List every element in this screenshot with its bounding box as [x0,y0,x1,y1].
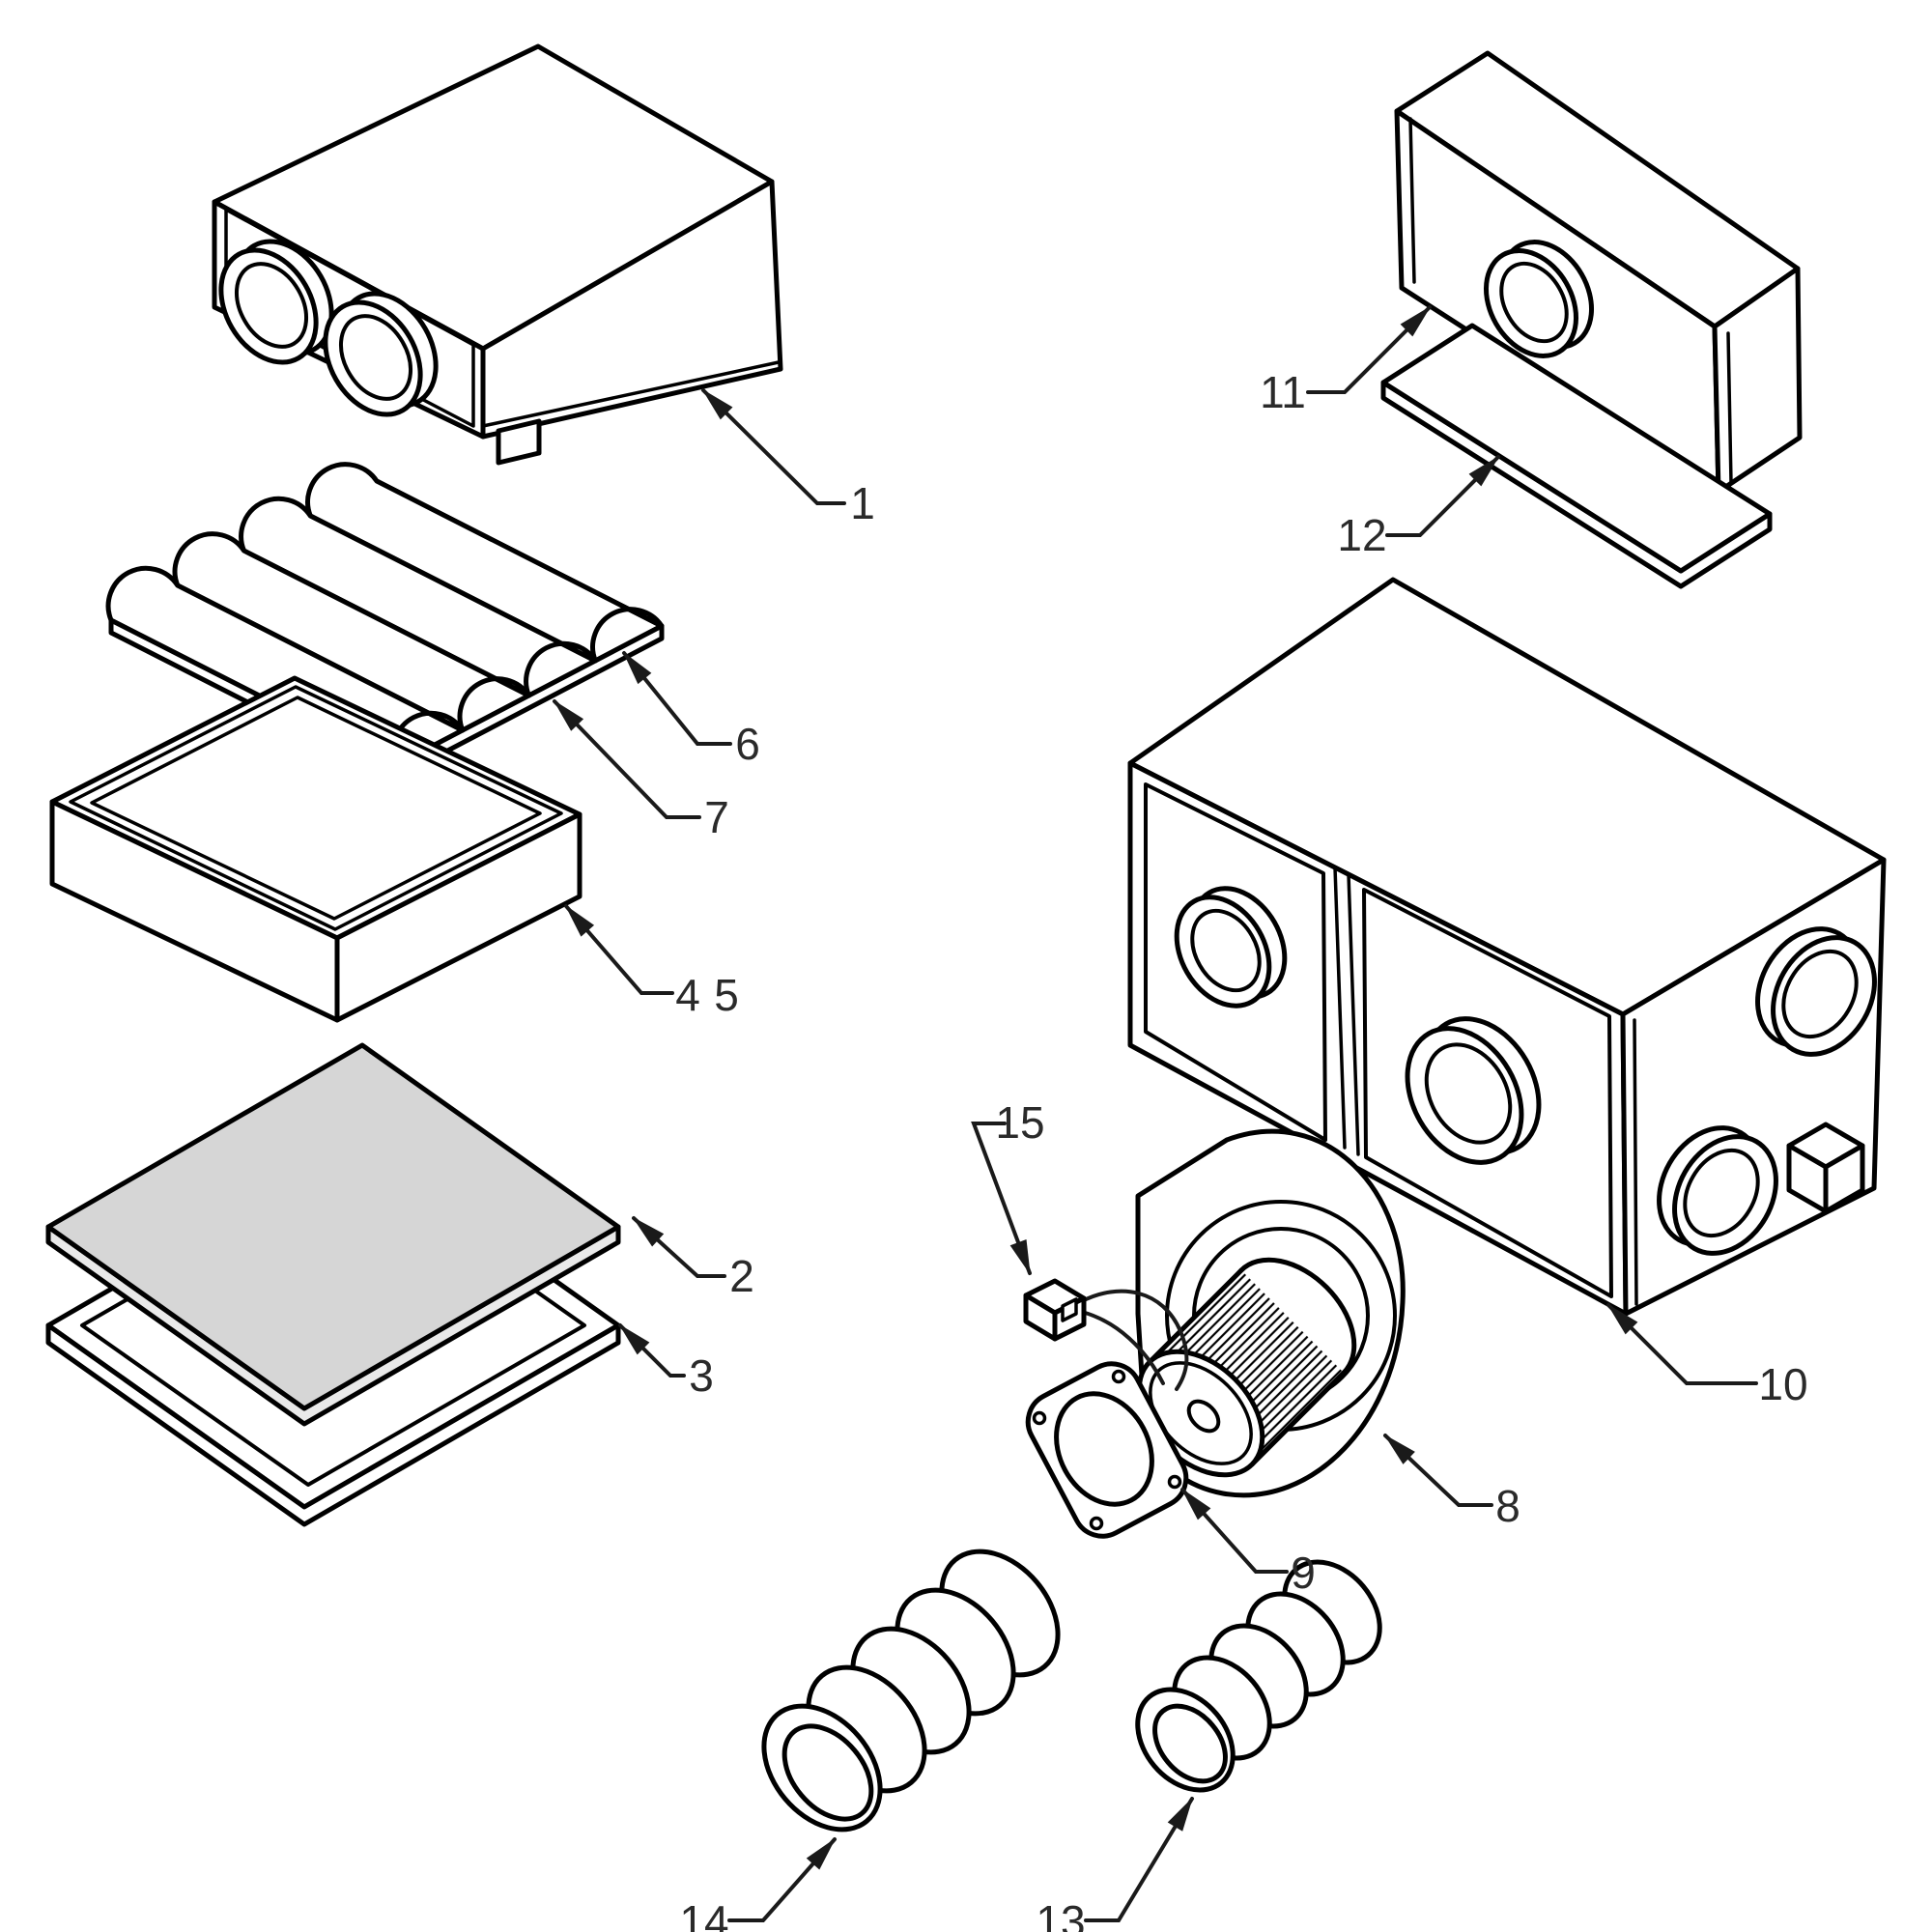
part-4-5-pleated-filter [49,675,582,1023]
duct-collar [1657,1125,1778,1256]
leader-line-14 [727,1837,837,1922]
part-label-4: 4 [675,970,700,1020]
leader-line-9 [1180,1488,1289,1574]
part-14-flexible-duct [761,1548,1061,1833]
callout-13: 13 [1036,1797,1194,1932]
part-1-upper-cabinet [212,43,783,466]
leader-line-10 [1606,1303,1758,1385]
part-2-gray-panel [45,1042,621,1427]
leader-line-3 [618,1323,686,1378]
part-label-14: 14 [679,1896,728,1932]
leader-line-1 [701,388,846,505]
duct-collar [218,239,334,365]
leader-line-2 [632,1216,726,1278]
part-label-7: 7 [704,792,729,842]
leader-line-8 [1383,1434,1493,1507]
callout-7: 7 [553,699,729,842]
leader-line-6 [622,651,732,746]
part-10-main-cabinet [1127,577,1887,1317]
part-label-1: 1 [850,478,875,528]
callout-2: 2 [632,1216,754,1301]
duct-collar [1405,1016,1542,1165]
part-11-collar-box [1394,50,1803,495]
duct-collar [1755,926,1877,1057]
callout-8: 8 [1383,1434,1520,1531]
callout-1: 1 [701,388,875,528]
callout-3: 3 [618,1323,714,1401]
part-13-flexible-duct [1135,1559,1382,1793]
leader-line-4 [564,904,674,995]
callout-14: 14 [679,1837,837,1932]
duct-collar [1174,886,1288,1009]
leader-line-13 [1084,1797,1194,1922]
callout-15: 15 [971,1097,1045,1275]
part-label-9: 9 [1291,1548,1316,1598]
leader-line-11 [1306,305,1432,394]
duct-collar [1483,240,1595,358]
part-15-wiring-connector [1023,1278,1189,1391]
callout-11: 11 [1260,305,1432,417]
part-label-10: 10 [1758,1359,1807,1409]
duct-collar [323,291,439,417]
leader-line-7 [553,699,701,819]
callout-9: 9 [1180,1488,1316,1598]
part-label-2: 2 [729,1251,754,1301]
part-label-15: 15 [995,1097,1044,1148]
part-9-flange-ring [1025,1361,1189,1539]
part-label-3: 3 [689,1350,714,1401]
part-label-13: 13 [1036,1896,1085,1932]
part-label-12: 12 [1337,510,1386,560]
part-label-6: 6 [735,719,760,769]
part-8-blower [1135,1128,1406,1498]
part-label-11: 11 [1260,367,1306,417]
junction-box [1786,1122,1865,1214]
callout-10: 10 [1606,1303,1808,1409]
leader-line-12 [1385,455,1500,537]
leader-line-15 [971,1122,1032,1275]
part-label-5: 5 [714,970,739,1020]
callout-12: 12 [1337,455,1500,560]
part-label-8: 8 [1495,1481,1520,1531]
callout-6: 6 [622,651,760,769]
callout-4: 4 [564,904,700,1020]
callout-5: 5 [714,970,739,1020]
part-12-mesh-strip [1380,323,1773,589]
